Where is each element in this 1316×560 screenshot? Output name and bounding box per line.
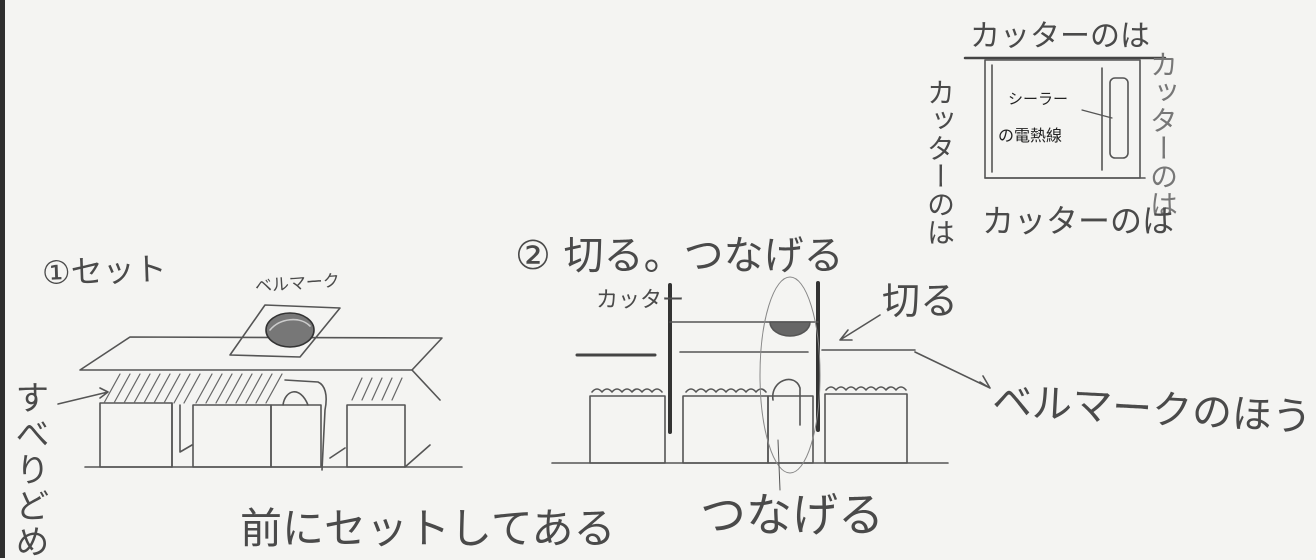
step1-slide-arrow — [57, 387, 109, 405]
cutter-detail-right-label: カッターのは — [1146, 50, 1179, 218]
step1-bellmark-card — [229, 304, 341, 358]
cutter-detail-top-label: カッターのは — [970, 19, 1150, 54]
step1-sheet-edge — [404, 369, 441, 468]
step1-box-4 — [346, 404, 406, 468]
step1-slide-stop-label: すべりどめ — [9, 380, 49, 560]
step1-bellmark-symbol — [265, 312, 315, 348]
step1-box-3 — [270, 404, 322, 468]
step2-wave-1 — [591, 388, 663, 393]
step1-box-1 — [99, 402, 173, 468]
step2-connect-loop — [772, 378, 801, 426]
step2-cut-label: 切る — [882, 279, 959, 323]
step2-drawing — [551, 276, 991, 491]
cutter-detail-inner-pointer — [1081, 109, 1113, 119]
step2-connect-pointer — [777, 439, 781, 491]
step2-connect-label: つなげる — [700, 488, 884, 542]
cutter-detail-inner-label-1: シーラー — [1008, 90, 1069, 108]
cutter-detail-heating-wire — [1109, 77, 1129, 159]
step1-bellmark-shine — [269, 318, 311, 331]
step2-connect-circle — [759, 276, 821, 474]
step2-cutter-label: カッター — [596, 288, 685, 313]
step2-wave-2 — [685, 388, 767, 393]
step1-hatch-1 — [103, 373, 283, 404]
step2-packaging-arrow — [914, 351, 991, 389]
step1-hook — [284, 379, 346, 471]
step1-curl — [282, 391, 309, 406]
step1-title: ①セット — [41, 249, 168, 293]
page-border — [0, 0, 5, 558]
step2-cut-arrow — [839, 314, 881, 341]
step2-box-1 — [589, 395, 666, 464]
step1-drawing — [57, 304, 463, 471]
step1-sheet — [79, 336, 443, 371]
cutter-detail-left-label: カッターのは — [923, 78, 956, 246]
cutter-detail-drawing — [963, 56, 1167, 179]
step1-hatch-2 — [351, 377, 403, 401]
cutter-detail-bottom-label: カッターのは — [982, 202, 1175, 240]
step2-bellmark — [769, 321, 811, 337]
step1-box-2 — [192, 404, 272, 468]
step2-wave-3 — [825, 386, 907, 391]
cutter-detail-inner-label-2: の電熱線 — [998, 126, 1063, 145]
step2-box-4 — [824, 393, 908, 464]
step2-box-3 — [767, 395, 814, 464]
step2-box-2 — [682, 395, 769, 464]
step2-title: ② 切る。つなげる — [515, 233, 844, 279]
step1-caption: 前にセットしてある — [240, 504, 616, 553]
step1-slide-piece — [171, 402, 193, 468]
